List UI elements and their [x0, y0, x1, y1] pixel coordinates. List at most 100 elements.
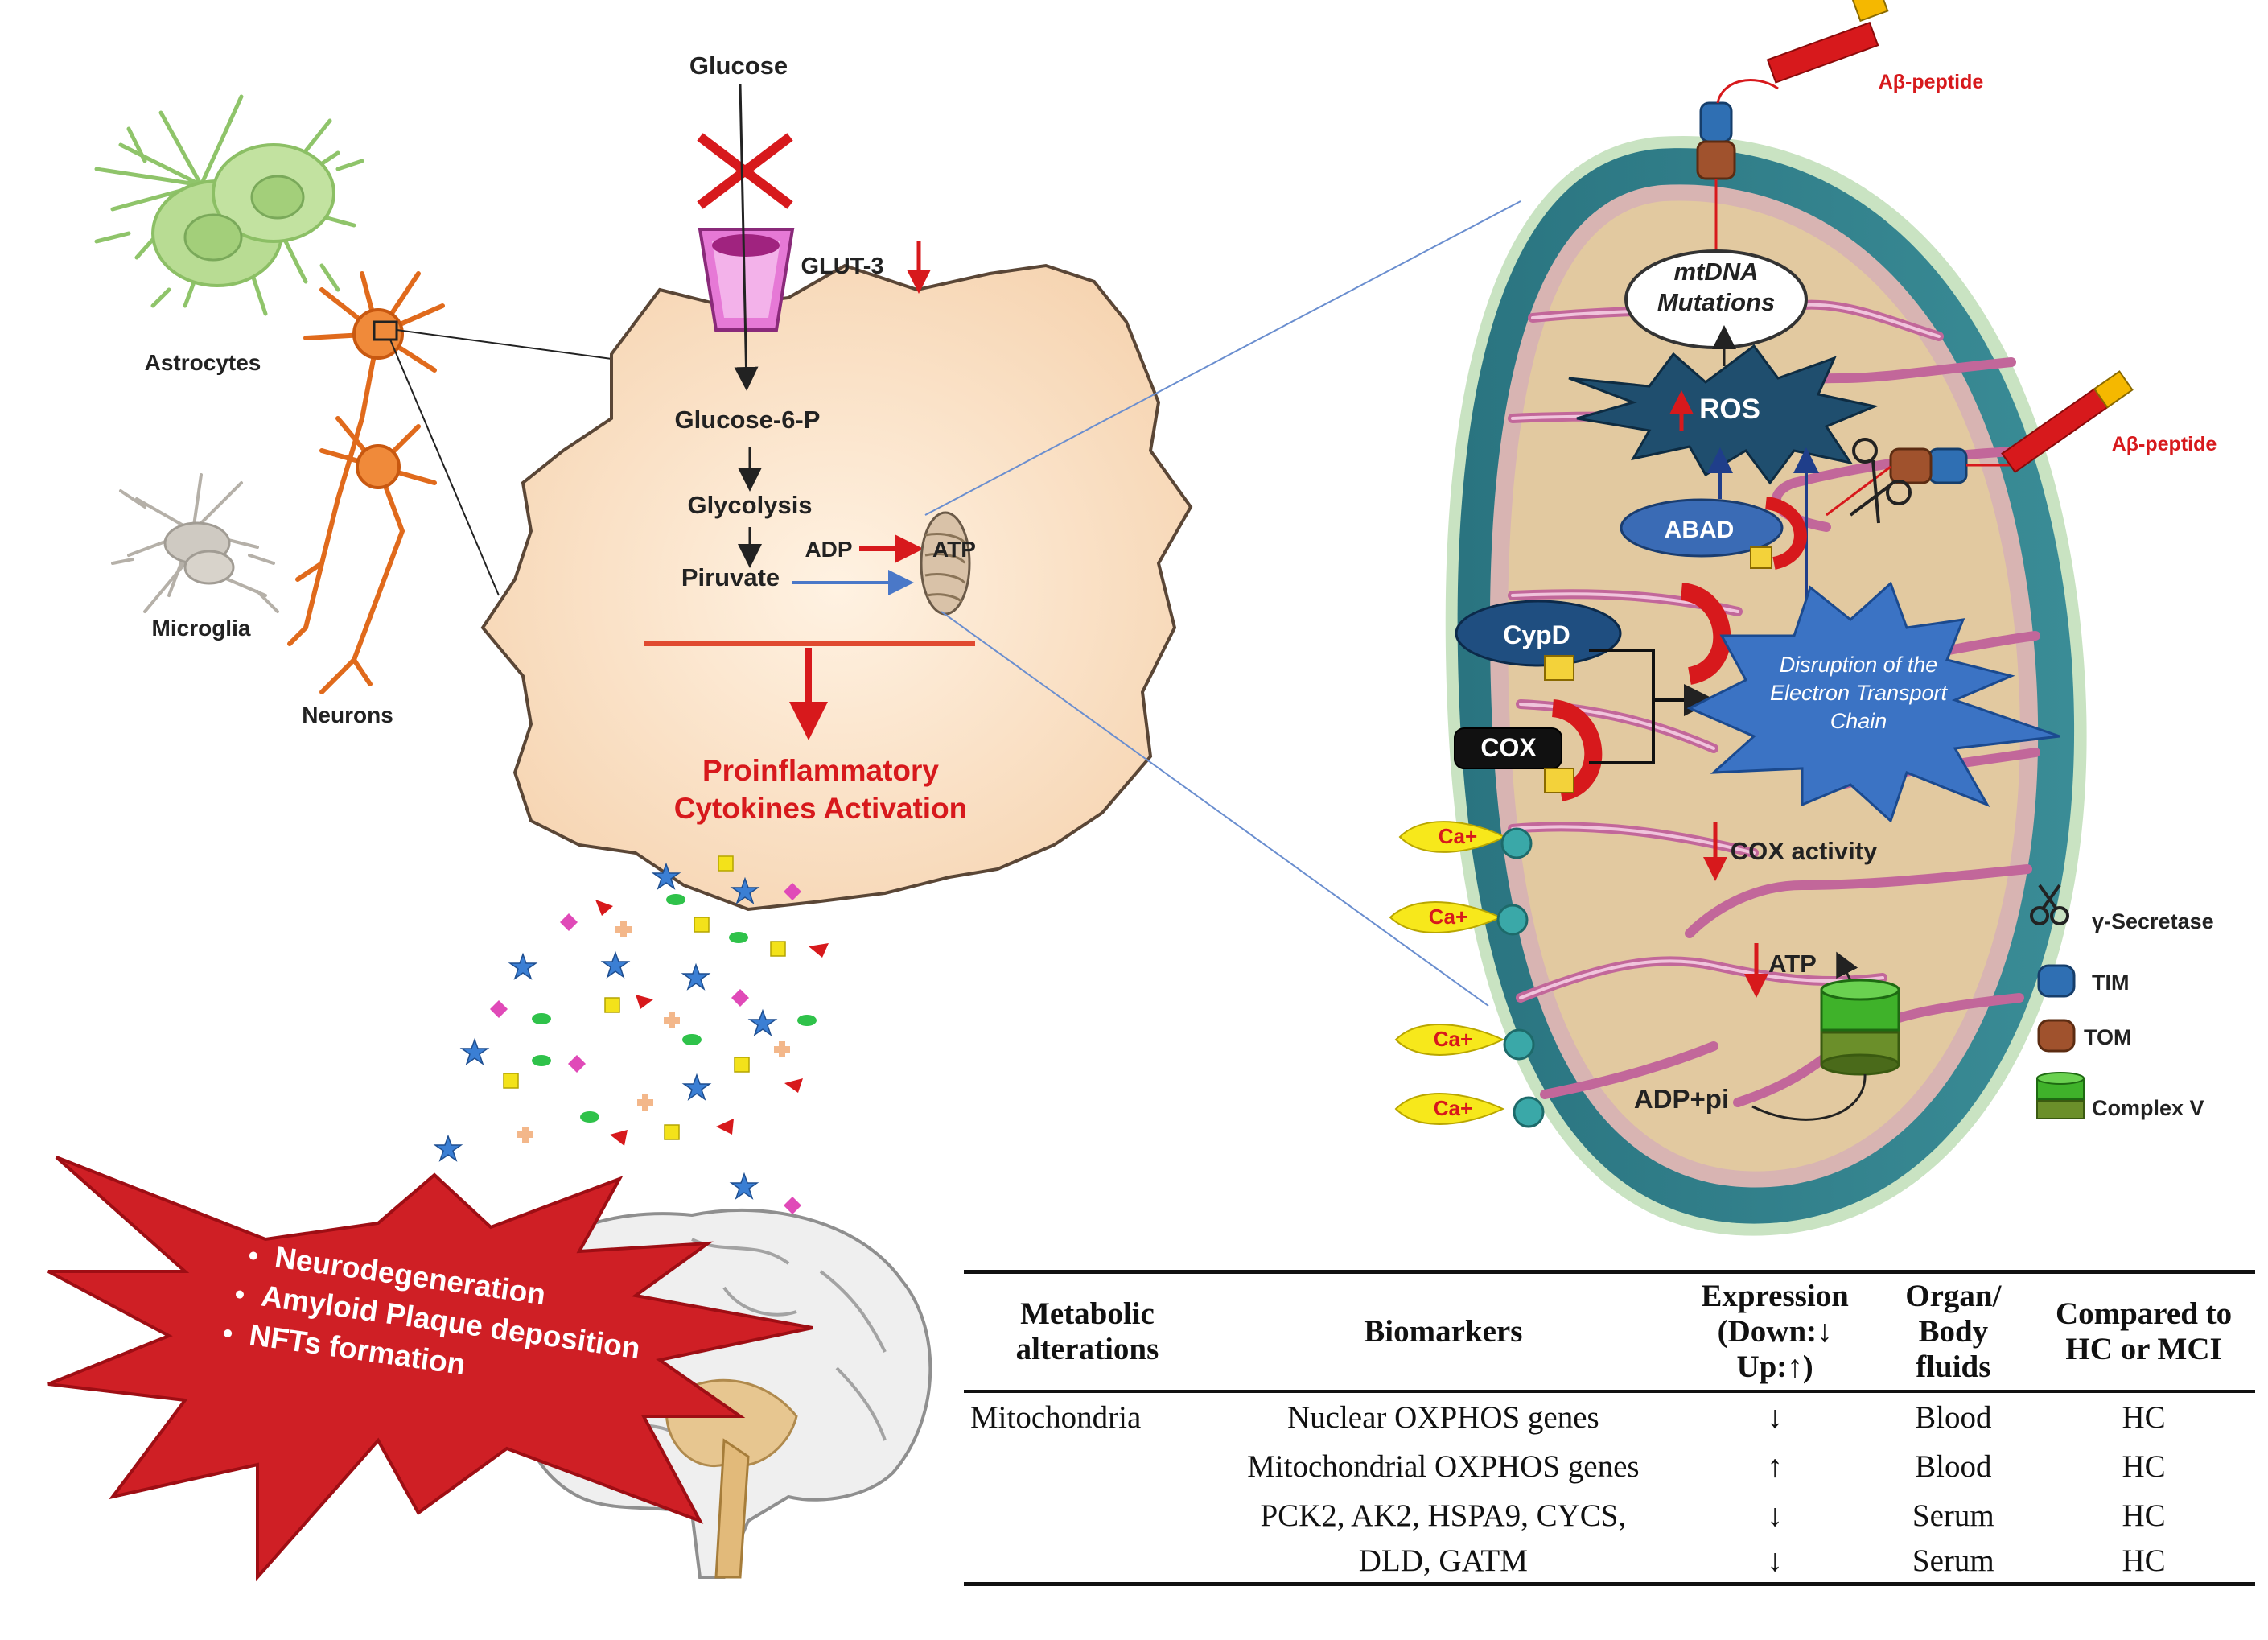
atp2-label: ATP: [1768, 950, 1817, 978]
cell-organ: Serum: [1912, 1543, 1994, 1578]
abad-node: [1620, 497, 1807, 570]
neurons-illustration: [287, 271, 445, 694]
atp-label: ATP: [932, 537, 976, 562]
header-text: (Down:↓: [1717, 1314, 1833, 1349]
glycolysis-label: Glycolysis: [687, 491, 812, 519]
neurons-label: Neurons: [302, 703, 393, 727]
tim-tom-complex-top: [1696, 0, 1889, 266]
header-text: Up:↑): [1736, 1349, 1813, 1384]
abeta-label-right: Aβ-peptide: [2112, 433, 2217, 455]
ca-label-1: Ca+: [1439, 824, 1477, 848]
abeta-label-top: Aβ-peptide: [1879, 71, 1984, 93]
header-organ: Organ/ Body fluids: [1875, 1272, 2033, 1392]
piruvate-label: Piruvate: [681, 563, 780, 591]
etc-disruption-burst: [1686, 581, 2060, 823]
cell-biomarker: Mitochondrial OXPHOS genes: [1247, 1448, 1640, 1484]
header-compared: Compared to HC or MCI: [2032, 1272, 2255, 1392]
adp-pi-label: ADP+pi: [1634, 1084, 1729, 1114]
legend: γ-Secretase TIM TOM Complex V: [2030, 884, 2214, 1120]
legend-gamma-secretase: γ-Secretase: [2092, 909, 2214, 933]
header-text: HC or MCI: [2065, 1332, 2222, 1366]
header-metabolic: Metabolic alterations: [964, 1272, 1211, 1392]
glucose-label: Glucose: [689, 52, 788, 80]
cell-alteration: [964, 1491, 1211, 1540]
cell-biomarker: DLD, GATM: [1358, 1543, 1528, 1578]
cell-alteration: [964, 1442, 1211, 1491]
complex-v-icon: [2036, 1072, 2085, 1119]
cox-activity-label: COX activity: [1731, 837, 1878, 865]
header-text: Compared to: [2055, 1296, 2233, 1331]
cell-alteration: Mitochondria: [970, 1399, 1142, 1435]
legend-complex-v: Complex V: [2092, 1096, 2204, 1120]
cypd-node: [1455, 583, 1731, 685]
calcium-channels: [1389, 821, 1545, 1128]
complex-v-node: [1820, 979, 1900, 1076]
tim-tom-complex-right: [1826, 370, 2134, 517]
tom-icon: [2037, 1019, 2076, 1053]
adp-label: ADP: [805, 537, 852, 562]
mtdna-line1: mtDNA: [1673, 258, 1758, 286]
glucose6p-label: Glucose-6-P: [675, 406, 821, 434]
table-row: Mitochondrial OXPHOS genes ↑ Blood HC: [964, 1442, 2255, 1491]
small-mitochondrion-icon: [920, 511, 971, 616]
etc-line3: Chain: [1830, 709, 1887, 733]
legend-tim: TIM: [2092, 970, 2130, 995]
microglia-illustration: [111, 473, 279, 613]
astrocytes-illustration: [94, 94, 364, 316]
header-text: Biomarkers: [1364, 1314, 1523, 1349]
header-text: Organ/: [1905, 1279, 2002, 1313]
header-biomarkers: Biomarkers: [1211, 1272, 1676, 1392]
cell-alteration: [964, 1540, 1211, 1584]
cell-compared: HC: [2122, 1399, 2166, 1435]
table-header-row: Metabolic alterations Biomarkers Express…: [964, 1271, 2255, 1392]
cell-organ: Blood: [1915, 1448, 1992, 1484]
blocked-cross-icon: [697, 133, 793, 209]
abad-label: ABAD: [1665, 517, 1735, 543]
cell-compared: HC: [2122, 1498, 2166, 1533]
glut3-label: GLUT-3: [801, 253, 883, 279]
cell-expression: ↓: [1767, 1498, 1783, 1533]
outcome-burst: [47, 1156, 813, 1582]
neuron-cell-body: [480, 263, 1193, 912]
astrocytes-label: Astrocytes: [145, 350, 261, 375]
ca-label-4: Ca+: [1434, 1096, 1472, 1120]
etc-line1: Disruption of the: [1780, 653, 1938, 677]
header-text: alterations: [1015, 1332, 1159, 1366]
biomarker-table: Metabolic alterations Biomarkers Express…: [964, 1270, 2255, 1586]
tim-icon: [2037, 964, 2076, 998]
cell-expression: ↑: [1767, 1448, 1783, 1484]
etc-line2: Electron Transport: [1770, 681, 1949, 705]
header-text: Expression: [1701, 1279, 1849, 1313]
cox-label: COX: [1480, 733, 1537, 762]
ca-label-2: Ca+: [1429, 904, 1467, 929]
scissors-icon: [2030, 884, 2069, 925]
cell-biomarker: PCK2, AK2, HSPA9, CYCS,: [1260, 1498, 1627, 1533]
glut3-transporter: [698, 228, 795, 332]
glucose-arrow: [734, 84, 759, 391]
ros-label: ROS: [1699, 394, 1760, 425]
cox-node: [1454, 699, 1603, 801]
proinflam-line2: Cytokines Activation: [674, 792, 968, 825]
cypd-label: CypD: [1503, 620, 1570, 649]
cell-expression: ↓: [1767, 1399, 1783, 1435]
microglia-label: Microglia: [152, 616, 251, 641]
cell-organ: Serum: [1912, 1498, 1994, 1533]
cytokine-particles: [433, 855, 829, 1214]
cell-compared: HC: [2122, 1543, 2166, 1578]
cell-biomarker: Nuclear OXPHOS genes: [1286, 1399, 1599, 1435]
header-text: fluids: [1916, 1349, 1991, 1384]
gamma-secretase-scissors-icon: [1849, 438, 1912, 524]
table-row: DLD, GATM ↓ Serum HC: [964, 1540, 2255, 1584]
ca-label-3: Ca+: [1434, 1027, 1472, 1051]
cell-organ: Blood: [1915, 1399, 1992, 1435]
table-row: PCK2, AK2, HSPA9, CYCS, ↓ Serum HC: [964, 1491, 2255, 1540]
proinflam-line1: Proinflammatory: [702, 754, 939, 787]
cell-expression: ↓: [1767, 1543, 1783, 1578]
header-text: Body: [1918, 1314, 1989, 1349]
table-row: Mitochondria Nuclear OXPHOS genes ↓ Bloo…: [964, 1391, 2255, 1442]
cell-compared: HC: [2122, 1448, 2166, 1484]
legend-tom: TOM: [2084, 1025, 2132, 1049]
header-text: Metabolic: [1020, 1296, 1155, 1331]
header-expression: Expression (Down:↓ Up:↑): [1676, 1272, 1875, 1392]
